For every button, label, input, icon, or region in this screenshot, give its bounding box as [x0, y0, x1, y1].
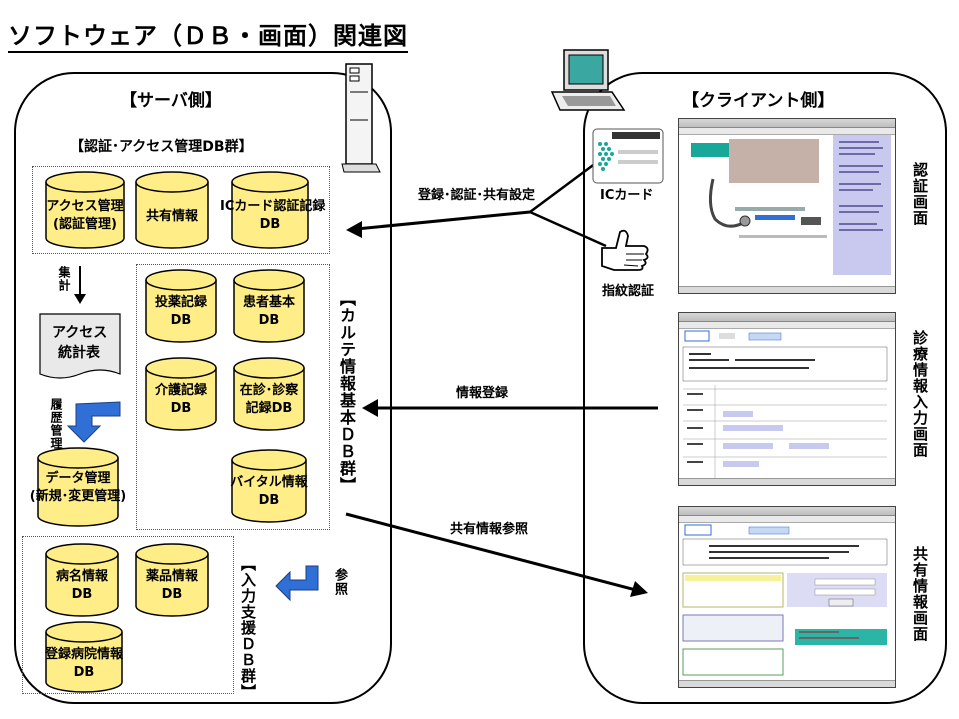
- db-cylinder-data-mgmt: データ管理 (新規･変更管理): [16, 446, 140, 528]
- db-label-line2: DB: [170, 401, 192, 416]
- db-label-line2: DB: [170, 313, 192, 328]
- db-label-line1: 在診･診察: [239, 383, 299, 398]
- db-label-line1: 登録病院情報: [44, 647, 123, 662]
- ic-card-icon: [592, 128, 664, 188]
- db-label-line1: 薬品情報: [145, 569, 198, 584]
- clinical-input-screen-label: 診療情報入力画面: [911, 330, 929, 458]
- history-label: 履歴管理: [49, 398, 63, 450]
- access-stats-line1: アクセス: [52, 325, 108, 341]
- auth-db-group: [32, 166, 330, 254]
- reference-arrow-icon: [272, 560, 322, 614]
- db-label-line2: DB: [258, 313, 280, 328]
- db-cylinder-drug-info: 薬品情報 DB: [134, 542, 210, 618]
- server-header: 【サーバ側】: [120, 91, 222, 111]
- flow-label-share-reference: 共有情報参照: [450, 522, 529, 537]
- karte-db-group-label: 【カルテ情報基本ＤＢ群】: [337, 290, 356, 494]
- aggregate-arrow: [72, 264, 92, 310]
- access-stats-document-icon: [38, 312, 122, 388]
- db-cylinder-care-record: 介護記録 DB: [144, 356, 218, 432]
- history-arrow-icon: [62, 400, 124, 448]
- shared-info-screen-label: 共有情報画面: [911, 546, 929, 642]
- access-stats-line2: 統計表: [58, 345, 100, 361]
- karte-db-group: [136, 264, 330, 530]
- db-cylinder-access-mgmt: アクセス管理 (認証管理): [44, 170, 126, 250]
- db-label-line2: DB: [71, 587, 93, 602]
- db-label-line2: (新規･変更管理): [29, 489, 127, 504]
- db-label-line2: (認証管理): [53, 217, 117, 232]
- db-label-line1: 病名情報: [55, 569, 108, 584]
- db-label-line1: 投薬記録: [154, 295, 207, 310]
- db-label-line2: DB: [161, 587, 183, 602]
- flow-label-register-auth-share: 登録･認証･共有設定: [418, 188, 536, 203]
- fingerprint-label: 指紋認証: [602, 284, 655, 299]
- client-header: 【クライアント側】: [682, 91, 835, 111]
- db-label-line2: DB: [73, 665, 95, 680]
- db-cylinder-disease-name: 病名情報 DB: [44, 542, 120, 618]
- server-tower-icon: [340, 62, 382, 178]
- db-label-line1: 共有情報: [145, 209, 198, 224]
- db-label-line1: バイタル情報: [230, 475, 308, 490]
- shared-info-screen-thumbnail: [678, 506, 896, 688]
- db-cylinder-registered-hospital: 登録病院情報 DB: [30, 620, 138, 694]
- db-cylinder-ic-card-log: ICカード認証記録 DB: [220, 170, 326, 250]
- db-cylinder-shared-info: 共有情報: [134, 170, 210, 250]
- db-label-line1: 患者基本: [242, 295, 295, 310]
- support-db-group: [22, 536, 234, 694]
- fingerprint-thumb-icon: [596, 226, 652, 278]
- db-cylinder-patient-basic: 患者基本 DB: [232, 268, 306, 344]
- auth-db-group-label: 【認証･アクセス管理DB群】: [70, 139, 253, 155]
- db-label-line1: データ管理: [45, 471, 111, 486]
- db-cylinder-home-visit: 在診･診察 記録DB: [232, 356, 306, 432]
- db-label-line2: DB: [258, 493, 280, 508]
- auth-screen-label: 認証画面: [911, 162, 929, 226]
- aggregate-label: 集計: [57, 266, 71, 292]
- flow-label-info-register: 情報登録: [456, 386, 509, 401]
- db-label-line1: アクセス管理: [46, 199, 124, 214]
- clinical-input-screen-thumbnail: [678, 312, 896, 486]
- db-label-line2: DB: [259, 217, 281, 232]
- client-laptop-icon: [542, 46, 628, 122]
- db-label-line2: 記録DB: [245, 401, 293, 416]
- support-db-group-label: 【入力支援ＤＢ群】: [239, 556, 257, 700]
- db-label-line1: ICカード認証記録: [220, 199, 326, 214]
- reference-label: 参照: [332, 568, 347, 596]
- page-title: ソフトウェア（ＤＢ・画面）関連図: [8, 22, 408, 53]
- auth-screen-thumbnail: [678, 118, 896, 294]
- db-cylinder-medication: 投薬記録 DB: [144, 268, 218, 344]
- ic-card-label: ICカード: [600, 188, 654, 203]
- db-cylinder-vital: バイタル情報 DB: [228, 448, 310, 524]
- db-label-line1: 介護記録: [154, 383, 207, 398]
